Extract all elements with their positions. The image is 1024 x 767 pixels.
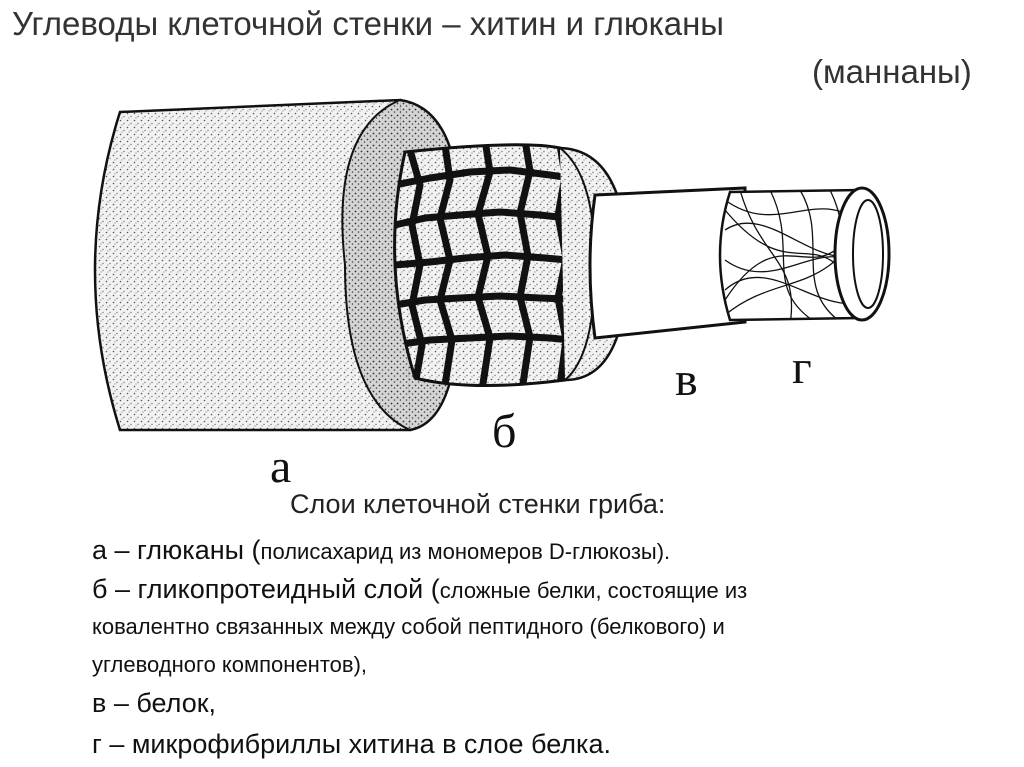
label-a: а: [270, 440, 291, 490]
label-g: г: [792, 341, 812, 394]
legend-a-main: а – глюканы (: [92, 535, 261, 565]
legend-line-b-cont-2: углеводного компонентов),: [92, 652, 368, 677]
layer-g-chitin: [718, 186, 891, 322]
cell-wall-diagram: а б в г: [93, 98, 891, 490]
legend-line-b: б – гликопротеидный слой (сложные белки,…: [92, 572, 747, 608]
legend-line-b-cont-1: ковалентно связанных между собой пептидн…: [92, 614, 725, 639]
legend-caption: Слои клеточной стенки гриба:: [290, 489, 666, 519]
title-line-2: (маннаны): [812, 53, 972, 90]
label-v: в: [675, 353, 698, 406]
legend-line-a: а – глюканы (полисахарид из мономеров D-…: [92, 533, 670, 569]
layer-v-protein: [588, 186, 747, 340]
legend-b-sub: сложные белки, состоящие из: [439, 578, 748, 603]
label-b: б: [492, 405, 516, 458]
legend-line-g: г – микрофибриллы хитина в слое белка.: [92, 729, 611, 759]
legend-b-main: б – гликопротеидный слой (: [92, 574, 440, 604]
title-line-1: Углеводы клеточной стенки – хитин и глюк…: [12, 5, 725, 42]
legend-line-v: в – белок,: [92, 688, 217, 718]
legend-a-sub: полисахарид из мономеров D-глюкозы).: [260, 539, 671, 564]
